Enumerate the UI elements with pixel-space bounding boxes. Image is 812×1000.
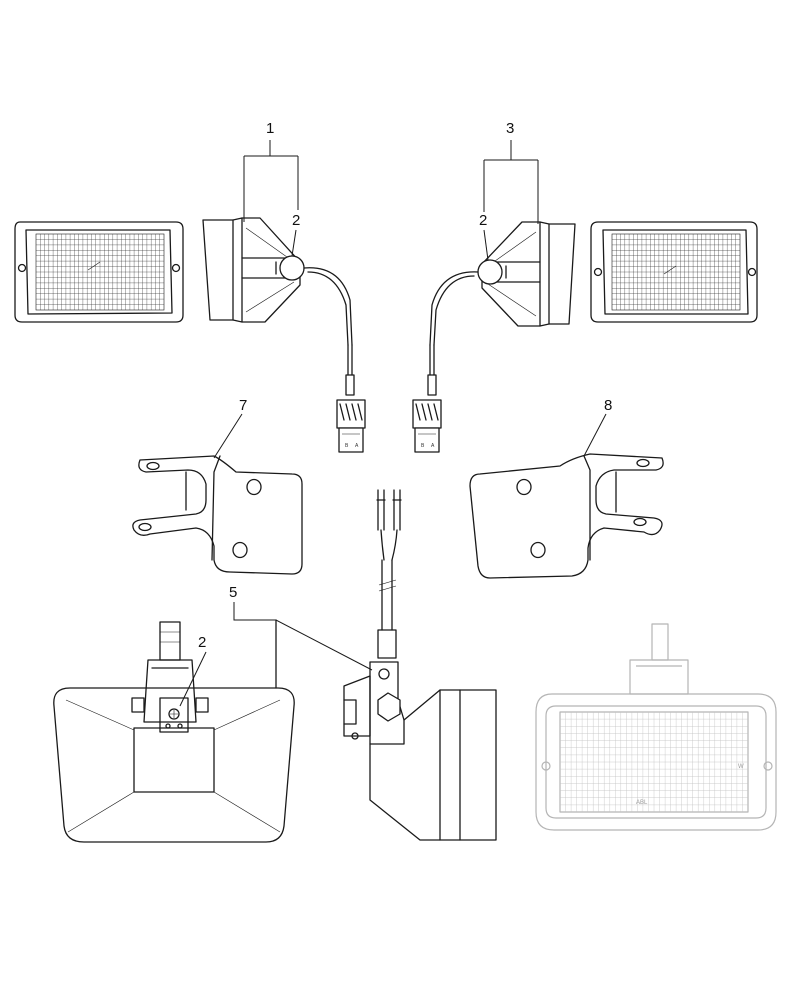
- callout-group-5: 5 2: [179, 584, 373, 707]
- callout-7: 7: [239, 397, 247, 414]
- bracket-left: [132, 455, 303, 575]
- right-pin-b-label: B: [421, 443, 425, 449]
- lens-grid-lines: [36, 234, 164, 310]
- left-pin-a-label: A: [355, 443, 359, 449]
- top-right-lamp-front: [590, 221, 758, 323]
- callout-2-right: 2: [479, 212, 487, 229]
- callout-5: 5: [229, 584, 237, 601]
- callout-1: 1: [266, 120, 274, 137]
- top-left-lamp-side: [202, 217, 355, 396]
- ghost-lamp-abl-mark: ABL: [636, 800, 648, 806]
- left-pin-b-label: B: [345, 443, 349, 449]
- ghost-lamp-w-mark: W: [738, 764, 744, 770]
- callout-group-3: 3 2: [479, 120, 539, 261]
- lens-grid-lines: [560, 712, 748, 812]
- callout-group-7: 7: [213, 397, 247, 459]
- top-right-lamp-side: [427, 221, 576, 396]
- callout-2-bottom: 2: [198, 634, 206, 651]
- center-wire-harness: [376, 489, 402, 659]
- lens-grid-lines: [612, 234, 740, 310]
- bracket-right: [469, 453, 664, 579]
- left-wire-connector: B A: [336, 399, 366, 453]
- bottom-center-lamp-side: [343, 661, 497, 841]
- top-left-lamp-front: [14, 221, 184, 323]
- right-pin-a-label: A: [431, 443, 435, 449]
- bottom-right-lamp-ghost: W ABL: [535, 623, 777, 831]
- callout-2-left: 2: [292, 212, 300, 229]
- callout-8: 8: [604, 397, 612, 414]
- callout-3: 3: [506, 120, 514, 137]
- callout-group-1: 1 2: [243, 120, 300, 257]
- bottom-left-lamp-back: [53, 619, 295, 843]
- right-wire-connector: B A: [412, 399, 442, 453]
- callout-group-8: 8: [583, 397, 612, 457]
